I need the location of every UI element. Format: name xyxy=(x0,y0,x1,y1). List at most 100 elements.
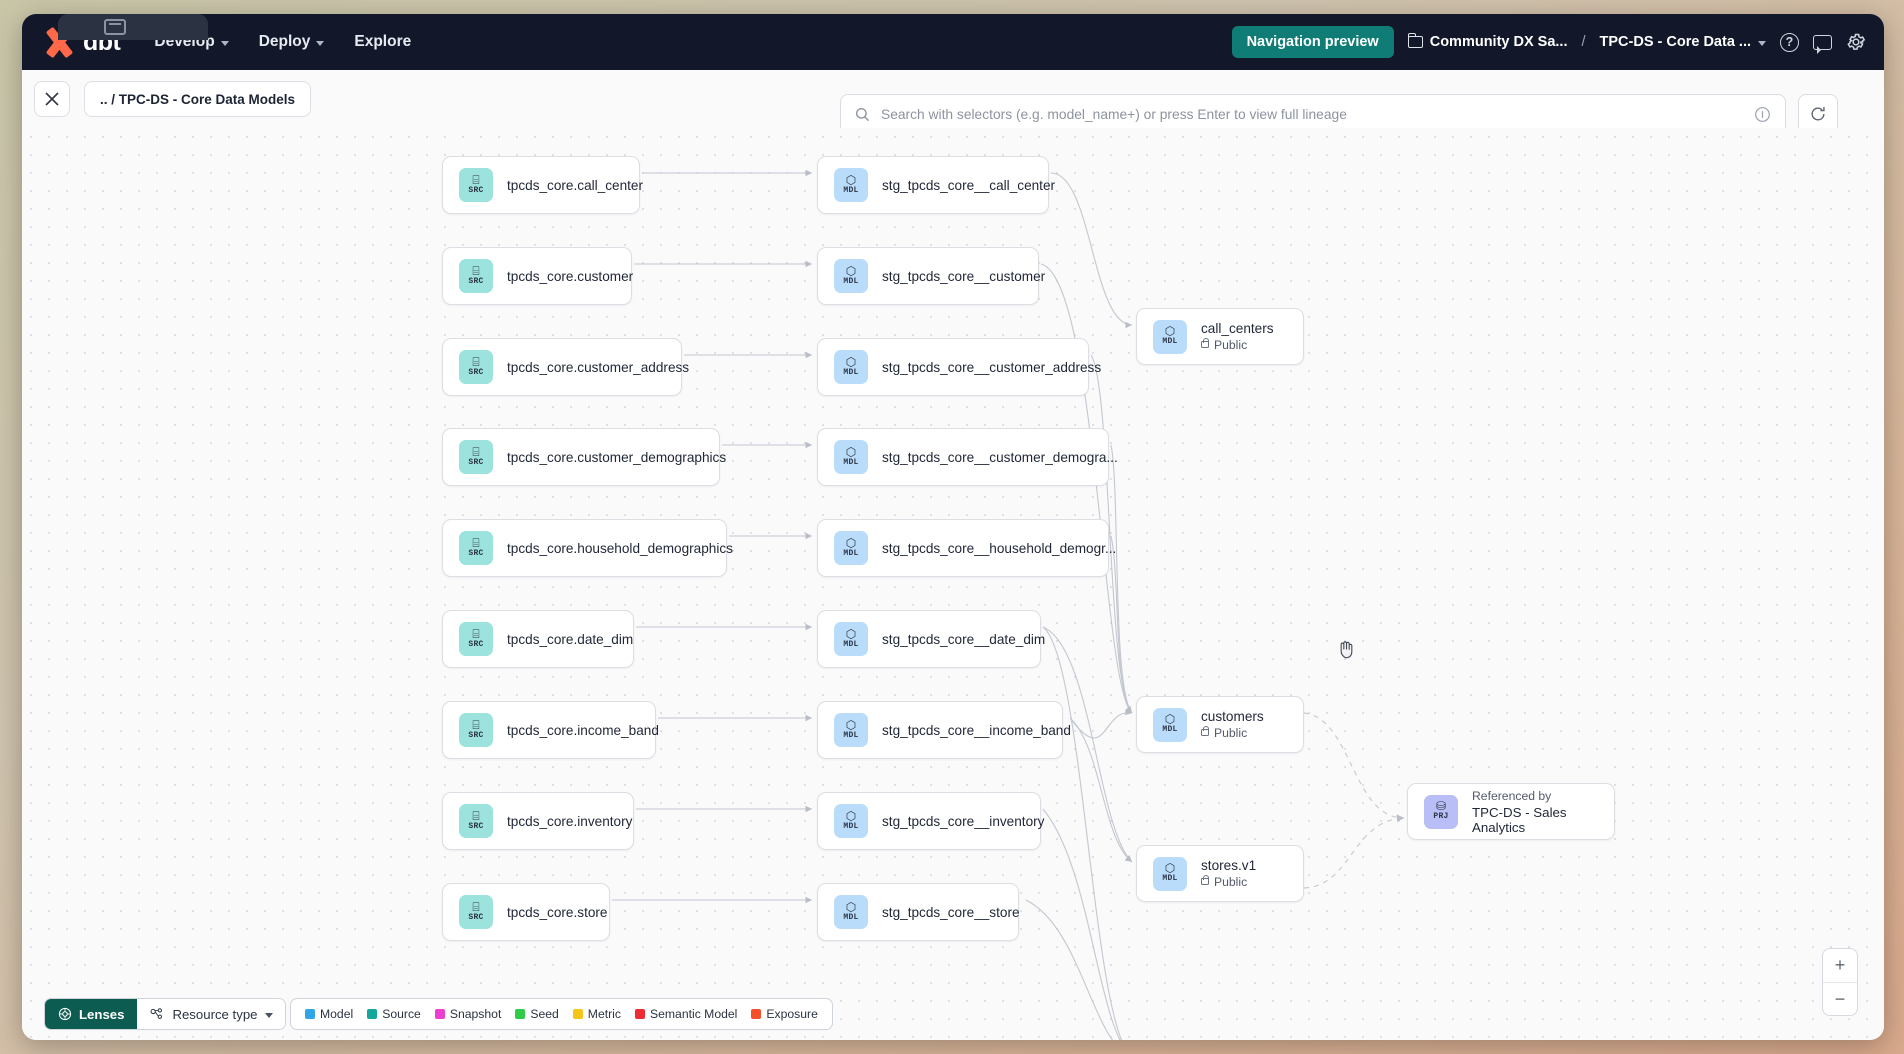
navigation-preview-button[interactable]: Navigation preview xyxy=(1231,26,1394,58)
mdl-badge-icon: ⬡MDL xyxy=(834,895,868,929)
badge-abbr: SRC xyxy=(468,367,484,377)
node-access: Public xyxy=(1201,875,1256,889)
nav-item-explore[interactable]: Explore xyxy=(354,33,411,51)
mdl-badge-icon: ⬡MDL xyxy=(834,440,868,474)
close-icon xyxy=(45,92,59,106)
badge-abbr: MDL xyxy=(843,548,859,558)
node-text: stg_tpcds_core__household_demogr... xyxy=(882,541,1116,556)
node-access: Public xyxy=(1201,338,1274,352)
close-button[interactable] xyxy=(34,81,70,117)
nav-right-group: Navigation preview Community DX Sa... / … xyxy=(1231,26,1866,58)
node-title: stg_tpcds_core__store xyxy=(882,904,1020,920)
node-text: stg_tpcds_core__customer_address xyxy=(882,360,1101,375)
zoom-in-button[interactable]: + xyxy=(1834,955,1846,975)
referenced-by-project-name: TPC-DS - Sales Analytics xyxy=(1472,804,1567,835)
src-badge-icon: ⌸SRC xyxy=(459,350,493,384)
resource-type-button[interactable]: Resource type xyxy=(137,999,286,1029)
node-title: tpcds_core.store xyxy=(507,904,608,920)
badge-glyph: ⬡ xyxy=(845,444,857,459)
project-breadcrumb[interactable]: TPC-DS - Core Data ... xyxy=(1600,34,1766,50)
badge-glyph: ⌸ xyxy=(472,808,480,823)
node-text: stg_tpcds_core__customer xyxy=(882,268,1046,284)
badge-glyph: ⌸ xyxy=(472,717,480,732)
node-title: stg_tpcds_core__income_band xyxy=(882,722,1071,738)
src-badge-icon: ⌸SRC xyxy=(459,531,493,565)
project-label: TPC-DS - Core Data ... xyxy=(1599,34,1751,50)
nav-item-deploy[interactable]: Deploy xyxy=(259,33,325,51)
source-node[interactable]: ⌸SRC tpcds_core.household_demographics xyxy=(442,519,733,577)
badge-glyph: ⌸ xyxy=(472,354,480,369)
lenses-label: Lenses xyxy=(79,1006,125,1022)
mdl-badge-icon: ⬡MDL xyxy=(834,531,868,565)
badge-abbr: SRC xyxy=(468,821,484,831)
model-node[interactable]: ⬡MDL stg_tpcds_core__store xyxy=(817,883,1020,941)
badge-glyph: ⛁ xyxy=(1435,799,1447,813)
node-title: stg_tpcds_core__inventory xyxy=(882,813,1045,829)
badge-glyph: ⌸ xyxy=(472,626,480,641)
nav-label-deploy: Deploy xyxy=(258,33,311,50)
legend-item-model: Model xyxy=(305,1007,353,1021)
node-text: stg_tpcds_core__income_band xyxy=(882,722,1071,738)
legend-swatch xyxy=(515,1009,526,1019)
badge-glyph: ⌸ xyxy=(472,172,480,187)
refresh-button[interactable] xyxy=(1798,94,1838,134)
node-title: tpcds_core.customer_demographics xyxy=(507,449,727,465)
node-text: stg_tpcds_core__date_dim xyxy=(882,632,1045,647)
account-label: Community DX Sa... xyxy=(1429,34,1568,50)
zoom-out-button[interactable]: − xyxy=(1823,982,1857,1015)
badge-glyph: ⬡ xyxy=(1164,861,1176,875)
mdl-badge-icon: ⬡MDL xyxy=(834,259,868,293)
legend-item-exposure: Exposure xyxy=(751,1007,818,1021)
legend-item-seed: Seed xyxy=(515,1007,559,1021)
legend-swatch xyxy=(305,1009,315,1019)
legend-swatch xyxy=(367,1009,378,1019)
legend-item-metric: Metric xyxy=(572,1007,621,1021)
legend-label: Source xyxy=(382,1007,421,1021)
mdl-badge-icon: ⬡MDL xyxy=(834,168,868,202)
node-title: tpcds_core.household_demographics xyxy=(507,540,733,556)
badge-glyph: ⬡ xyxy=(1164,324,1176,338)
info-icon[interactable] xyxy=(1754,106,1771,123)
src-badge-icon: ⌸SRC xyxy=(459,168,493,202)
gear-icon[interactable] xyxy=(1846,32,1866,52)
badge-glyph: ⬡ xyxy=(845,626,857,641)
badge-abbr: SRC xyxy=(468,912,484,922)
prj-badge-icon: ⛁PRJ xyxy=(1424,794,1458,829)
node-title: stg_tpcds_core__customer xyxy=(882,268,1046,284)
badge-abbr: SRC xyxy=(468,457,484,467)
search-input[interactable]: Search with selectors (e.g. model_name+)… xyxy=(881,106,1347,122)
model-node[interactable]: ⬡MDL stg_tpcds_core__household_demogr... xyxy=(817,519,1116,577)
account-breadcrumb[interactable]: Community DX Sa... xyxy=(1407,33,1568,50)
badge-abbr: MDL xyxy=(843,912,859,922)
lenses-button[interactable]: Lenses xyxy=(45,999,138,1029)
breadcrumb[interactable]: .. / TPC-DS - Core Data Models xyxy=(84,81,312,117)
model-node[interactable]: ⬡MDL stg_tpcds_core__customer xyxy=(817,247,1046,305)
search-input-wrapper[interactable]: Search with selectors (e.g. model_name+)… xyxy=(840,94,1786,134)
badge-glyph: ⬡ xyxy=(845,354,857,369)
help-icon[interactable]: ? xyxy=(1780,32,1799,52)
lenses-group: Lenses Resource type xyxy=(44,998,287,1030)
feedback-icon[interactable] xyxy=(1813,34,1832,54)
badge-abbr: SRC xyxy=(468,730,484,740)
